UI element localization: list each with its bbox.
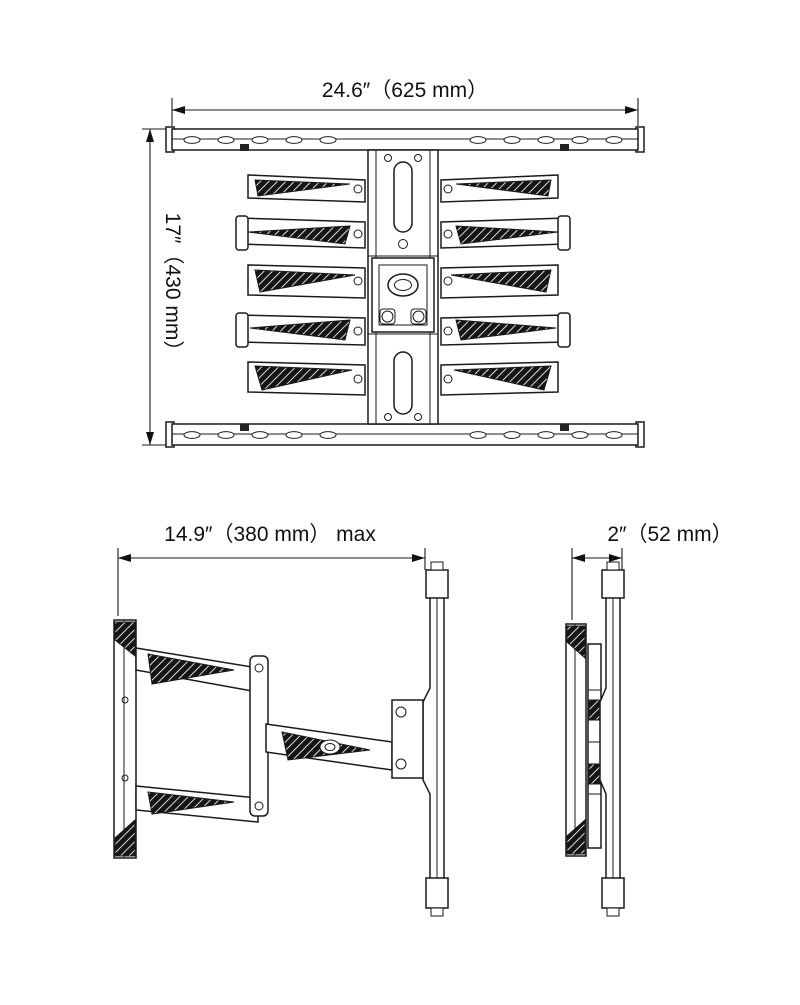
folded-arm	[587, 643, 602, 849]
center-column	[367, 149, 439, 425]
hatched-gusset	[450, 269, 552, 293]
articulating-arm	[135, 647, 393, 823]
front-view: 24.6″（625 mm） 17″（430 mm）	[142, 79, 645, 448]
brand-logo-icon	[387, 273, 419, 297]
hatched-gusset	[455, 179, 552, 197]
bottom-wall-rail	[165, 421, 645, 448]
tv-bracket-plate-extended	[391, 561, 449, 917]
front-height-dimension	[142, 128, 172, 446]
hatched-gusset	[254, 365, 353, 391]
tv-bracket-plate-collapsed	[599, 561, 625, 917]
hatched-gusset	[455, 319, 557, 341]
arrow-left-icon	[118, 554, 131, 562]
vesa-plate	[371, 257, 435, 333]
hatched-cap	[566, 818, 586, 855]
hatched-gusset	[254, 179, 351, 197]
collapsed-depth-label: 2″（52 mm）	[607, 523, 732, 546]
hatched-gusset	[247, 225, 351, 245]
right-arm-linkage	[440, 174, 571, 396]
arrow-left-icon	[172, 106, 185, 114]
arrow-up-icon	[146, 129, 154, 142]
hatched-gusset	[254, 269, 356, 293]
hatched-gusset	[147, 791, 235, 815]
front-width-label: 24.6″（625 mm）	[322, 79, 488, 102]
side-view-collapsed: 2″（52 mm）	[565, 523, 733, 917]
brand-logo-icon	[319, 739, 341, 755]
extended-depth-dimension	[117, 548, 426, 616]
arrow-down-icon	[146, 432, 154, 445]
arrow-right-icon	[412, 554, 425, 562]
arrow-right-icon	[625, 106, 638, 114]
arrow-left-icon	[572, 554, 585, 562]
hatched-gusset	[249, 319, 351, 341]
hatched-gusset	[453, 365, 552, 391]
wall-bracket-collapsed	[565, 623, 587, 857]
left-arm-linkage	[235, 174, 366, 396]
hatched-cap	[114, 818, 136, 857]
arrow-right-icon	[609, 554, 622, 562]
hatched-cap	[566, 625, 586, 660]
front-height-label: 17″（430 mm）	[161, 213, 184, 362]
hatched-gusset	[455, 225, 559, 245]
wall-bracket-extended	[113, 619, 137, 859]
hatched-gusset	[147, 653, 235, 685]
collapsed-depth-dimension	[571, 548, 623, 620]
side-view-extended: 14.9″（380 mm） max	[113, 523, 449, 917]
extended-depth-label: 14.9″（380 mm） max	[164, 523, 376, 546]
hatched-cap	[114, 621, 136, 658]
front-width-dimension	[171, 98, 639, 126]
top-wall-rail	[165, 126, 645, 153]
